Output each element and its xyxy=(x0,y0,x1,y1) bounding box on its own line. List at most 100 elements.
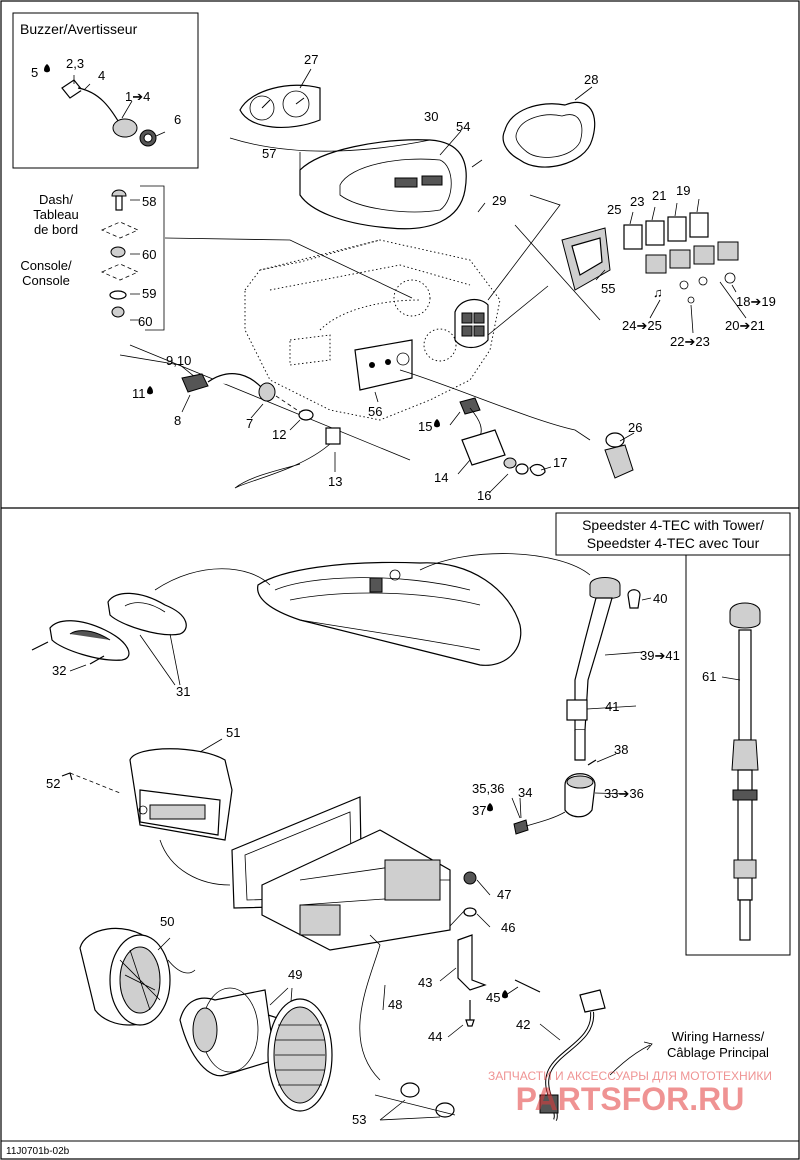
dash-label-2: Tableau xyxy=(33,207,79,222)
buzzer-assembly xyxy=(61,75,166,147)
callout-6: 6 xyxy=(174,112,181,127)
callout-39-41: 39➔41 xyxy=(640,648,680,663)
callout-13: 13 xyxy=(328,474,342,489)
callout-51: 51 xyxy=(226,725,240,740)
watermark-logo: PARTSFOR.RU xyxy=(516,1081,745,1117)
callout-56: 56 xyxy=(368,404,382,419)
watermark-text: ЗАПЧАСТИ И АКСЕССУАРЫ ДЛЯ МОТОТЕХНИКИ xyxy=(488,1069,772,1083)
callout-40: 40 xyxy=(653,591,667,606)
callout-38: 38 xyxy=(614,742,628,757)
callout-17: 17 xyxy=(553,455,567,470)
drop-icon xyxy=(44,64,50,73)
callout-54: 54 xyxy=(456,119,470,134)
svg-text:♫: ♫ xyxy=(653,285,663,300)
cable-clamps xyxy=(374,1082,456,1121)
callout-31: 31 xyxy=(176,684,190,699)
callout-5: 5 xyxy=(31,65,38,80)
callout-9-10: 9,10 xyxy=(166,353,191,368)
callout-44: 44 xyxy=(428,1029,442,1044)
callout-8: 8 xyxy=(174,413,181,428)
callout-4: 4 xyxy=(98,68,105,83)
dash-fasteners xyxy=(101,185,165,331)
callout-18-19: 18➔19 xyxy=(736,294,776,309)
speedster-title-1: Speedster 4-TEC with Tower/ xyxy=(582,517,764,533)
callout-42: 42 xyxy=(516,1017,530,1032)
callout-30: 30 xyxy=(424,109,438,124)
callout-52: 52 xyxy=(46,776,60,791)
tower-light xyxy=(511,577,652,835)
callout-11: 11 xyxy=(132,386,146,401)
callout-33-36: 33➔36 xyxy=(604,786,644,801)
buzzer-box xyxy=(12,12,199,169)
dash-cover xyxy=(229,130,486,230)
cleats xyxy=(31,592,187,686)
drop-icon xyxy=(434,419,440,428)
callout-34: 34 xyxy=(518,785,532,800)
instrument-cluster xyxy=(239,68,321,129)
diagram-code: 11J0701b-02b xyxy=(6,1146,70,1157)
callout-59: 59 xyxy=(142,286,156,301)
callout-60-b: 60 xyxy=(138,314,152,329)
wiring-harness xyxy=(539,989,653,1121)
callout-53: 53 xyxy=(352,1112,366,1127)
sealant-drop-icons xyxy=(44,64,508,999)
speaker-grille xyxy=(267,998,333,1112)
callout-2-3: 2,3 xyxy=(66,56,84,71)
callout-20-21: 20➔21 xyxy=(725,318,765,333)
speedster-title-2: Speedster 4-TEC avec Tour xyxy=(587,535,760,551)
tower-pole xyxy=(721,602,761,941)
callout-7: 7 xyxy=(246,416,253,431)
speaker-driver xyxy=(179,987,293,1077)
callout-57: 57 xyxy=(262,146,276,161)
drop-icon xyxy=(147,386,153,395)
callout-60-a: 60 xyxy=(142,247,156,262)
harness-title-1: Wiring Harness/ xyxy=(672,1029,765,1044)
console-label-2: Console xyxy=(22,273,70,288)
callout-28: 28 xyxy=(584,72,598,87)
mount-bracket xyxy=(439,871,541,1038)
callout-22-23: 22➔23 xyxy=(670,334,710,349)
dash-label-1: Dash/ xyxy=(39,192,73,207)
switch-parts: ♫ xyxy=(561,198,747,334)
switch-panel-inset xyxy=(454,194,601,349)
callout-15: 15 xyxy=(418,419,432,434)
accessory-outlet xyxy=(399,369,635,494)
callout-48: 48 xyxy=(388,997,402,1012)
hull-outline xyxy=(164,237,501,421)
dash-label-3: de bord xyxy=(34,222,78,237)
callout-45: 45 xyxy=(486,990,500,1005)
buzzer-title: Buzzer/Avertisseur xyxy=(20,21,138,37)
drop-icon xyxy=(487,803,493,812)
callout-55: 55 xyxy=(601,281,615,296)
speaker-housing xyxy=(79,927,196,1026)
console-label-1: Console/ xyxy=(20,258,72,273)
callout-19: 19 xyxy=(676,183,690,198)
callout-26: 26 xyxy=(628,420,642,435)
boat-body xyxy=(154,553,591,666)
callout-35-36: 35,36 xyxy=(472,781,505,796)
harness-title-2: Câblage Principal xyxy=(667,1045,769,1060)
callout-1-4: 1➔4 xyxy=(125,89,150,104)
stereo-unit xyxy=(231,796,466,1081)
callout-14: 14 xyxy=(434,470,448,485)
callout-25: 25 xyxy=(607,202,621,217)
speedster-title-box xyxy=(555,512,791,556)
key-harness xyxy=(119,344,411,489)
callout-23: 23 xyxy=(630,194,644,209)
callout-21: 21 xyxy=(652,188,666,203)
callout-58: 58 xyxy=(142,194,156,209)
callout-41: 41 xyxy=(605,699,619,714)
callout-24-25: 24➔25 xyxy=(622,318,662,333)
callout-12: 12 xyxy=(272,427,286,442)
callout-50: 50 xyxy=(160,914,174,929)
drop-icon xyxy=(502,990,508,999)
callout-32: 32 xyxy=(52,663,66,678)
callout-29: 29 xyxy=(492,193,506,208)
bezel xyxy=(502,86,596,168)
callout-47: 47 xyxy=(497,887,511,902)
callout-37: 37 xyxy=(472,803,486,818)
callout-43: 43 xyxy=(418,975,432,990)
callout-61: 61 xyxy=(702,669,716,684)
